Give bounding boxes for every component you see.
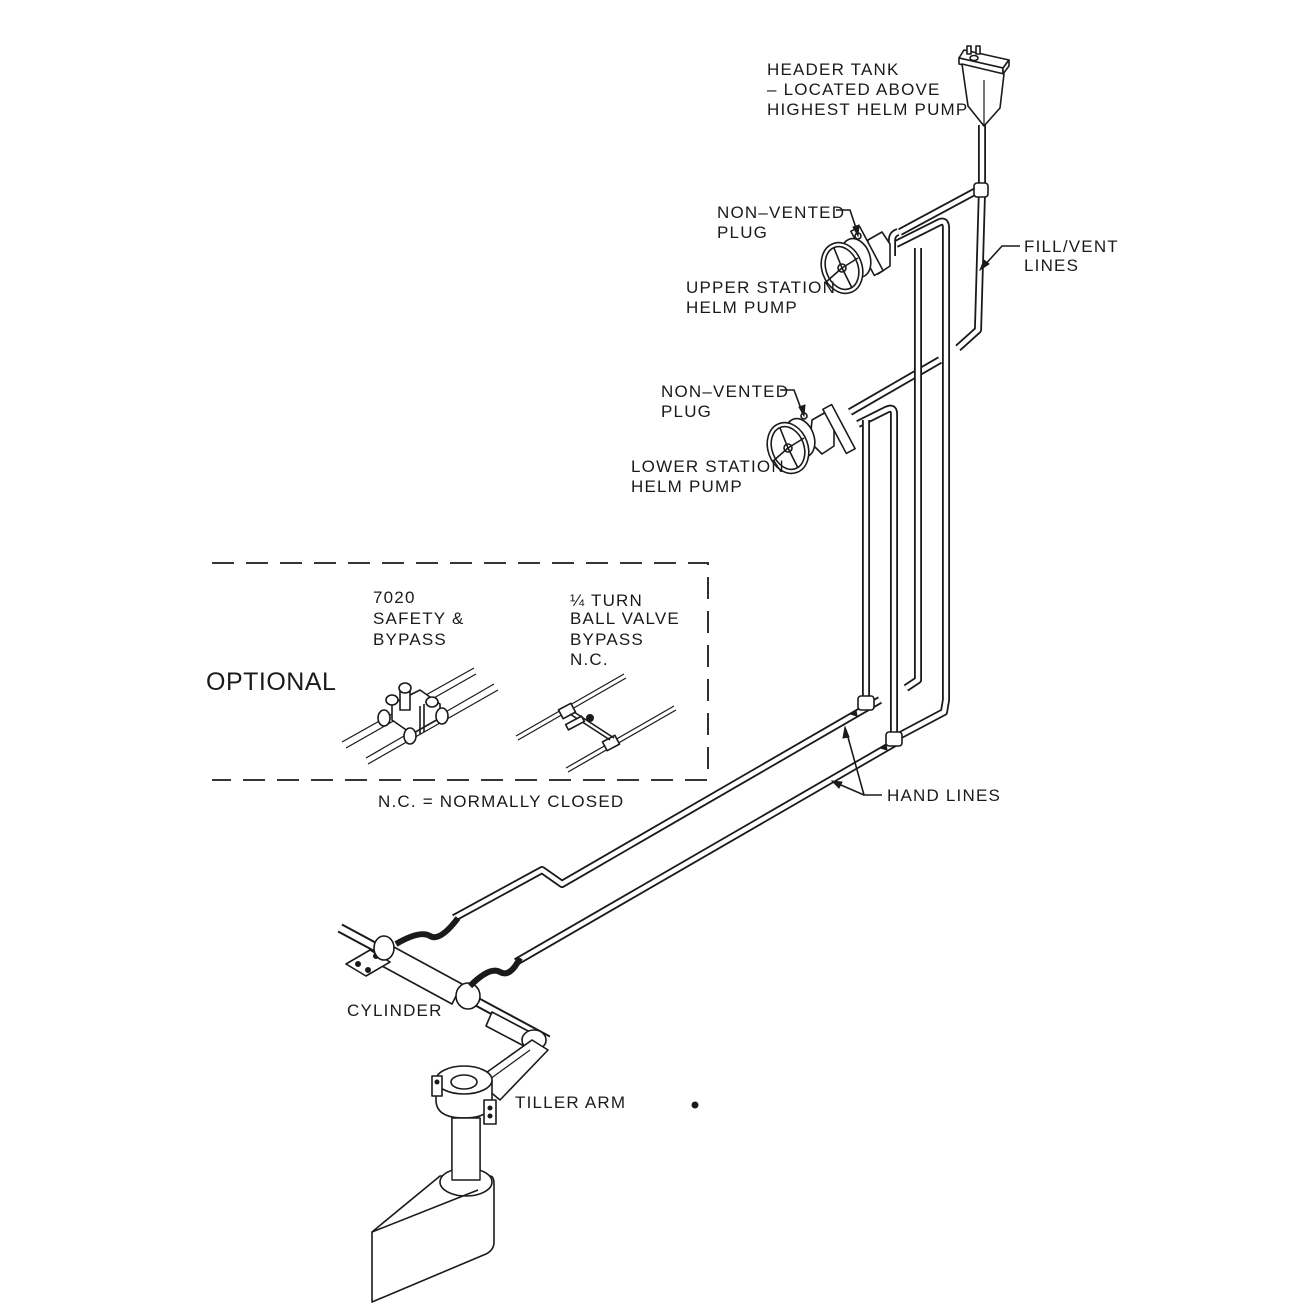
ball-valve (515, 673, 677, 773)
lower-helm-pump (766, 403, 856, 475)
upper-helm-pump (820, 225, 891, 295)
tee-fittings (848, 182, 989, 751)
pipe-network (452, 125, 986, 966)
lower-plug-label: NON–VENTED PLUG (661, 382, 795, 421)
nc-footnote: N.C. = NORMALLY CLOSED (378, 792, 624, 811)
fill-vent-label: FILL/VENT LINES (1024, 237, 1125, 275)
upper-pump-hand-lines (888, 217, 950, 742)
cylinder-assembly (337, 916, 551, 1051)
stray-dot (691, 1101, 699, 1109)
tiller-arm-label: TILLER ARM (515, 1093, 626, 1112)
lower-plug-leader (780, 389, 804, 415)
hand-line-lower-run (513, 736, 903, 966)
lower-pump-label: LOWER STATION HELM PUMP (631, 457, 791, 496)
callout-labels: HEADER TANK – LOCATED ABOVE HIGHEST HELM… (347, 60, 1125, 1112)
upper-plug-label: NON–VENTED PLUG (717, 203, 851, 242)
safety-bypass-valve (341, 667, 499, 765)
fill-vent-leader (981, 245, 1020, 269)
optional-box: OPTIONAL 7020 SAFETY & BYPASS ¼ TURN BAL… (206, 562, 709, 811)
optional-title: OPTIONAL (206, 668, 336, 696)
fill-vent-line-main (955, 125, 986, 351)
tiller-arm-assembly (431, 1039, 549, 1125)
cylinder-label: CYLINDER (347, 1001, 443, 1020)
hand-lines-label: HAND LINES (887, 786, 1001, 805)
lower-pump-hand-lines (856, 404, 898, 736)
header-tank (958, 45, 1010, 127)
rudder (371, 1117, 495, 1303)
ball-valve-label: ¼ TURN BALL VALVE BYPASS N.C. (570, 591, 686, 669)
hand-line-upper-run (452, 696, 883, 922)
fill-vent-line-lower-branch (847, 356, 943, 416)
fill-vent-line-upper-branch (898, 186, 980, 236)
upper-pump-label: UPPER STATION HELM PUMP (686, 278, 842, 317)
safety-bypass-label: 7020 SAFETY & BYPASS (373, 588, 470, 649)
header-tank-label: HEADER TANK – LOCATED ABOVE HIGHEST HELM… (767, 60, 968, 119)
